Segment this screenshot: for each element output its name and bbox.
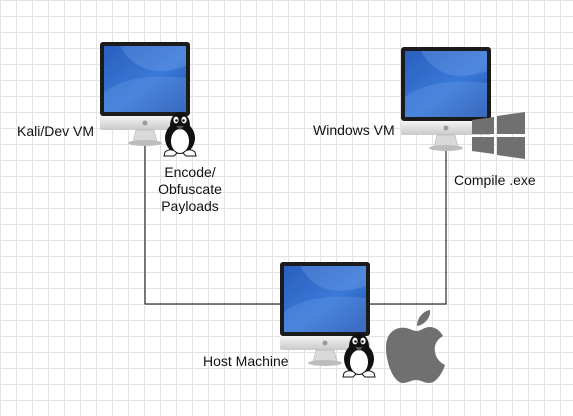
windows-logo-icon [472,112,525,159]
connector-host-to-kali [144,141,281,305]
kali-vm-label: Kali/Dev VM [17,123,95,139]
encode-obfuscate-step-label: Encode/ Obfuscate Payloads [158,164,222,214]
compile-exe-step-label: Compile .exe [454,172,536,188]
windows-vm-label: Windows VM [313,122,395,138]
apple-logo-icon [386,310,445,383]
connector-host-to-windows [370,141,447,305]
host-machine-label: Host Machine [203,353,289,369]
windows-vm-monitor-icon [400,46,492,152]
